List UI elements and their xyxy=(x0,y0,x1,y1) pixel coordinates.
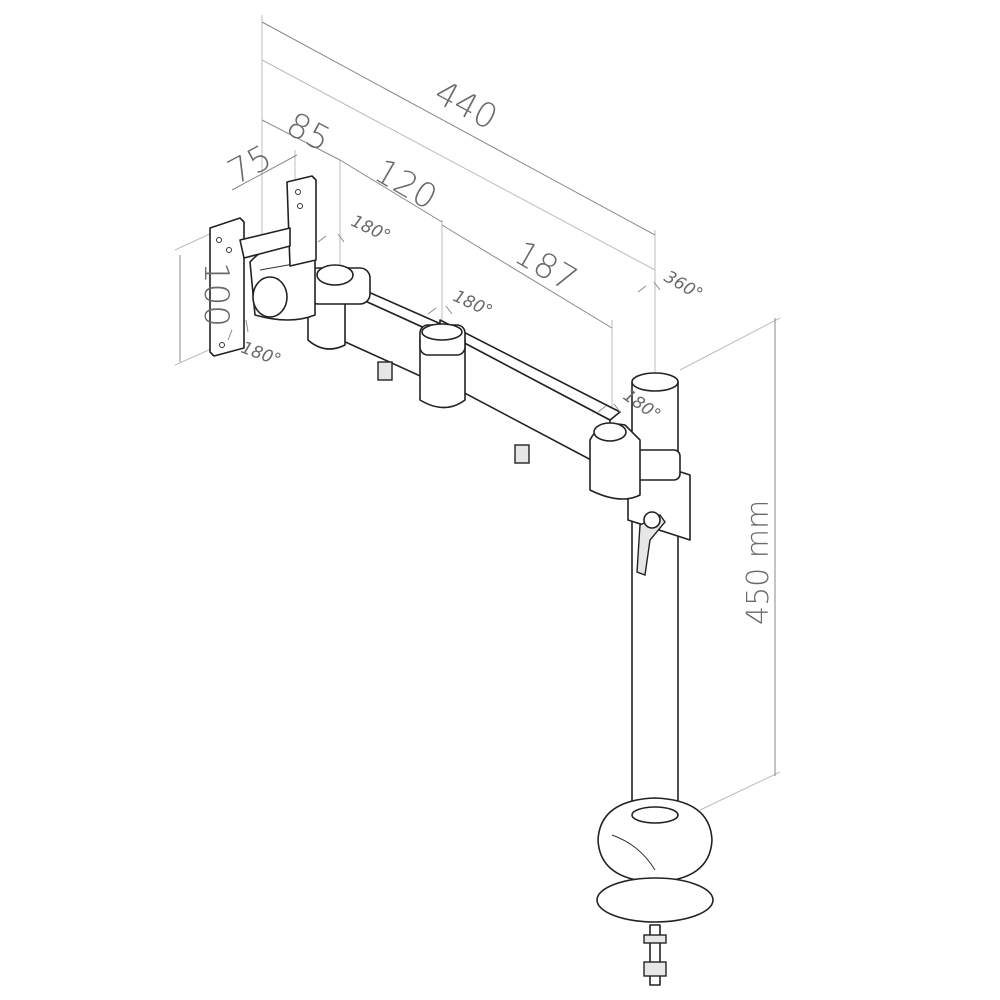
arm-segment-2 xyxy=(439,319,641,500)
first-joint xyxy=(307,264,371,350)
dim-100-label: 100 xyxy=(196,262,236,327)
extension-lines xyxy=(174,15,781,811)
dim-450-label: 450 mm xyxy=(741,500,776,625)
rotation-pole-top-label: 360° xyxy=(661,267,706,305)
dimension-lines xyxy=(179,21,776,776)
dim-75-label: 75 xyxy=(221,137,278,193)
dim-440-line xyxy=(261,21,656,236)
rotation-second-joint-label: 180° xyxy=(450,286,496,321)
dim-120-label: 120 xyxy=(368,151,444,218)
dim-120-line xyxy=(339,159,443,223)
desk-clamp xyxy=(596,797,714,986)
dim-187-line xyxy=(441,224,613,329)
dim-440-label: 440 xyxy=(428,73,504,139)
rotation-vesa-label: 180° xyxy=(238,338,283,371)
dim-187-label: 187 xyxy=(508,233,584,300)
dim-75-line xyxy=(231,154,298,191)
dim-85-line xyxy=(261,119,341,161)
vesa-plate xyxy=(209,175,317,357)
pole-collar xyxy=(627,449,691,576)
middle-joint xyxy=(419,323,466,409)
dim-85-label: 85 xyxy=(280,105,337,161)
rotation-arrow-icons xyxy=(227,233,661,413)
rotation-first-joint-label: 180° xyxy=(348,211,394,246)
